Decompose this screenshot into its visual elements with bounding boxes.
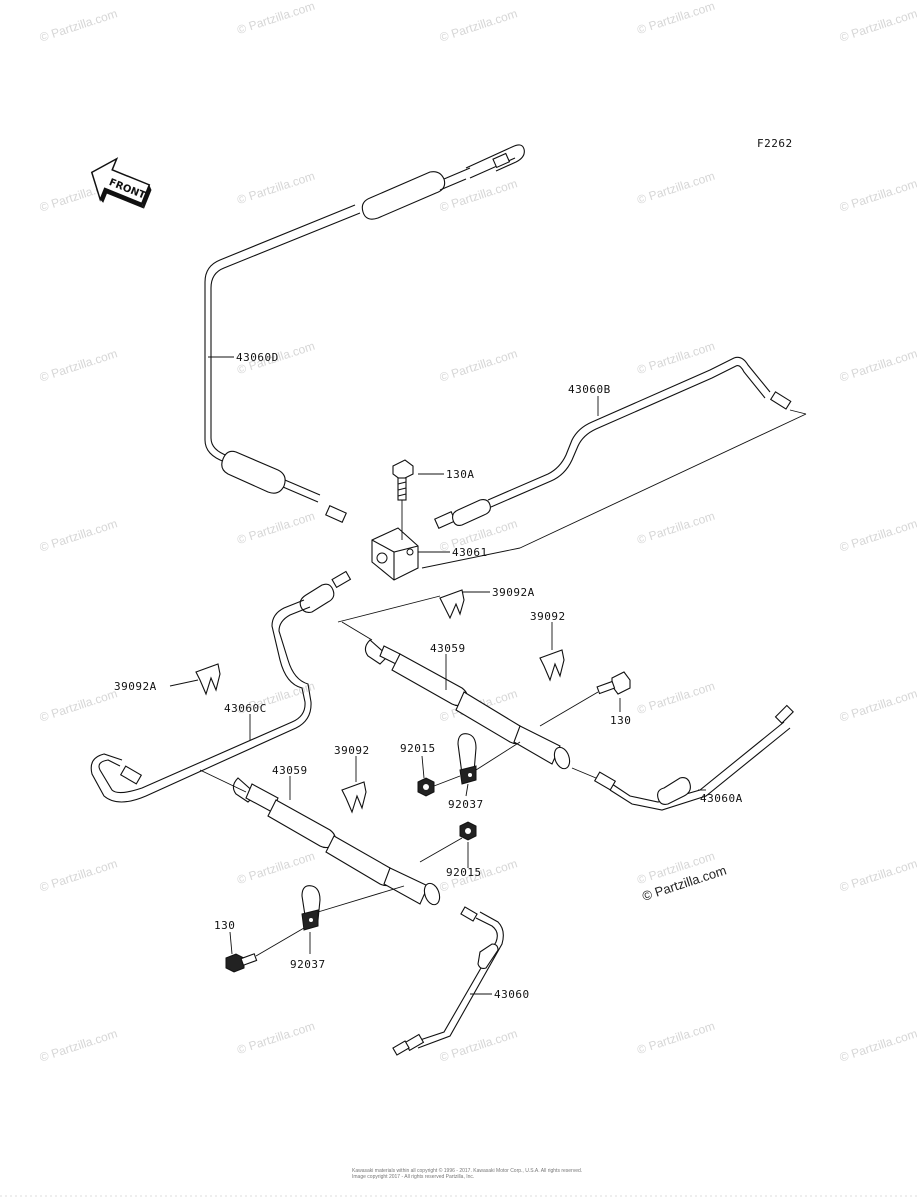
partzilla-watermark: © Partzilla.com bbox=[838, 686, 917, 724]
label-43059-top: 43059 bbox=[430, 642, 466, 655]
partzilla-watermark: © Partzilla.com bbox=[438, 176, 519, 214]
junction-block-43061 bbox=[371, 527, 419, 581]
partzilla-watermark: © Partzilla.com bbox=[838, 346, 917, 384]
partzilla-watermark: © Partzilla.com bbox=[838, 1026, 917, 1064]
partzilla-watermark: © Partzilla.com bbox=[235, 849, 316, 887]
partzilla-watermark: © Partzilla.com bbox=[38, 516, 119, 554]
nut-92015-b bbox=[419, 821, 477, 863]
label-39092-top: 39092 bbox=[530, 610, 566, 623]
footer-copyright-line-1: Kawasaki materials within all copyright … bbox=[352, 1167, 582, 1174]
label-43060a: 43060A bbox=[700, 792, 743, 805]
partzilla-watermark: © Partzilla.com bbox=[635, 339, 716, 377]
bolt-130-right bbox=[539, 671, 631, 727]
brake-hose-43059-top bbox=[341, 621, 571, 770]
bolt-130a bbox=[392, 459, 414, 540]
label-130-left: 130 bbox=[214, 919, 235, 932]
partzilla-watermark: © Partzilla.com bbox=[438, 6, 519, 44]
partzilla-watermark: © Partzilla.com bbox=[38, 856, 119, 894]
partzilla-watermark: © Partzilla.com bbox=[635, 169, 716, 207]
nut-92015-a bbox=[417, 777, 435, 797]
label-92037-a: 92037 bbox=[448, 798, 484, 811]
label-92015-a: 92015 bbox=[400, 742, 436, 755]
partzilla-watermark: © Partzilla.com bbox=[235, 0, 316, 37]
part-labels: 43060D 43060B 130A 43061 39092A 39092 43… bbox=[114, 351, 743, 1001]
brake-pipe-43060 bbox=[392, 906, 504, 1056]
partzilla-watermark: © Partzilla.com bbox=[635, 509, 716, 547]
label-39092-mid: 39092 bbox=[334, 744, 370, 757]
partzilla-watermark: © Partzilla.com bbox=[235, 1019, 316, 1057]
brake-hose-43059-mid bbox=[232, 777, 441, 906]
label-130a: 130A bbox=[446, 468, 475, 481]
partzilla-watermark: © Partzilla.com bbox=[838, 176, 917, 214]
partzilla-watermark: © Partzilla.com bbox=[235, 169, 316, 207]
figure-code: F2262 bbox=[757, 137, 793, 150]
clip-39092-top bbox=[539, 649, 565, 682]
label-92037-b: 92037 bbox=[290, 958, 326, 971]
partzilla-watermark: © Partzilla.com bbox=[838, 516, 917, 554]
brake-pipe-43060a bbox=[571, 704, 794, 811]
reference-lines bbox=[199, 413, 807, 793]
partzilla-watermark: © Partzilla.com bbox=[838, 6, 917, 44]
partzilla-watermark: © Partzilla.com bbox=[38, 346, 119, 384]
front-arrow-icon: FRONT bbox=[90, 157, 152, 209]
partzilla-watermark: © Partzilla.com bbox=[438, 1026, 519, 1064]
brake-pipe-43060b bbox=[434, 356, 807, 529]
partzilla-watermark: © Partzilla.com bbox=[38, 6, 119, 44]
label-43060b: 43060B bbox=[568, 383, 611, 396]
partzilla-watermark: © Partzilla.com bbox=[38, 686, 119, 724]
label-130-right: 130 bbox=[610, 714, 631, 727]
brake-pipe-43060d bbox=[204, 144, 525, 523]
partzilla-watermark: © Partzilla.com bbox=[235, 509, 316, 547]
footer-copyright-line-2: Image copyright 2017 - All rights reserv… bbox=[352, 1174, 474, 1180]
partzilla-watermark: © Partzilla.com bbox=[38, 1026, 119, 1064]
label-43060c: 43060C bbox=[224, 702, 267, 715]
label-39092a-left: 39092A bbox=[114, 680, 157, 693]
label-43060d: 43060D bbox=[236, 351, 279, 364]
label-leaders bbox=[169, 356, 706, 995]
partzilla-watermark: © Partzilla.com bbox=[635, 0, 716, 37]
watermark-layer: © Partzilla.com © Partzilla.com © Partzill… bbox=[38, 0, 917, 1065]
partzilla-watermark: © Partzilla.com bbox=[635, 679, 716, 717]
label-92015-b: 92015 bbox=[446, 866, 482, 879]
clamp-92037-a bbox=[433, 733, 521, 787]
brake-pipe-43060c bbox=[90, 570, 352, 803]
partzilla-watermark: © Partzilla.com bbox=[838, 856, 917, 894]
label-43060: 43060 bbox=[494, 988, 530, 1001]
clamp-92037-b bbox=[301, 885, 405, 931]
label-43061: 43061 bbox=[452, 546, 488, 559]
clip-39092-mid bbox=[341, 781, 367, 814]
clip-39092a-left bbox=[195, 663, 221, 696]
partzilla-watermark: © Partzilla.com bbox=[438, 346, 519, 384]
label-39092a-top: 39092A bbox=[492, 586, 535, 599]
label-43059-mid: 43059 bbox=[272, 764, 308, 777]
partzilla-watermark: © Partzilla.com bbox=[635, 1019, 716, 1057]
clip-39092a-top bbox=[439, 589, 465, 620]
bolt-130-left bbox=[225, 927, 305, 973]
